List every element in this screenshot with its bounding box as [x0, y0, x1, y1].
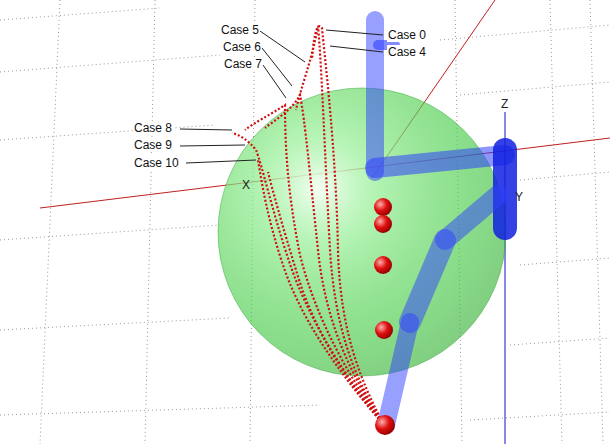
- arm-link: [410, 240, 445, 322]
- grid-line: [145, 0, 155, 444]
- arm-link: [375, 155, 505, 168]
- axis-label: Z: [500, 97, 509, 111]
- trajectory-curves: [232, 26, 384, 425]
- grid-line: [0, 405, 320, 415]
- grid-line: [440, 25, 610, 40]
- trajectory: [245, 105, 384, 425]
- leader-line: [180, 145, 245, 146]
- case-label: Case 10: [133, 156, 180, 170]
- case-label: Case 8: [133, 121, 173, 135]
- via-point: [375, 415, 395, 435]
- arm-link: [386, 322, 410, 425]
- via-point: [374, 215, 392, 233]
- workspace-sphere: [218, 88, 506, 376]
- leader-line: [263, 65, 286, 98]
- grid-line: [460, 82, 610, 95]
- case-label: Case 0: [387, 28, 427, 42]
- case-label: Case 5: [220, 23, 260, 37]
- leader-line: [180, 129, 232, 130]
- leader-line: [262, 48, 292, 86]
- trajectory: [265, 95, 384, 425]
- grid-line: [470, 412, 610, 420]
- via-point: [374, 198, 392, 216]
- axis-label: X: [241, 178, 251, 192]
- trajectory: [232, 133, 384, 425]
- grid-line: [0, 55, 220, 72]
- grid-line: [520, 258, 610, 265]
- grid-line: [550, 0, 562, 444]
- trajectory: [296, 26, 384, 425]
- case-label: Case 9: [133, 138, 173, 152]
- trajectory: [268, 172, 384, 425]
- via-points: [374, 198, 395, 435]
- robot-arm: [375, 20, 505, 425]
- leader-line: [326, 30, 383, 35]
- grid-line: [590, 0, 603, 444]
- trajectory: [258, 160, 384, 425]
- leader-line: [186, 160, 256, 163]
- z-axis: [505, 112, 506, 444]
- via-point: [374, 256, 392, 274]
- case-label: Case 7: [223, 57, 263, 71]
- via-point: [375, 321, 393, 339]
- axis-label: Y: [514, 190, 524, 204]
- leader-lines: [180, 30, 383, 163]
- leader-line: [260, 31, 305, 62]
- grid-line: [0, 225, 220, 240]
- grid-line: [520, 172, 610, 180]
- grid-line: [40, 0, 60, 444]
- grid-line: [0, 125, 215, 140]
- case-label: Case 6: [222, 40, 262, 54]
- leader-line: [330, 46, 383, 52]
- case-label: Case 4: [387, 45, 427, 59]
- grid-line: [510, 338, 610, 345]
- grid-line: [0, 318, 230, 330]
- grid-line: [0, 8, 160, 20]
